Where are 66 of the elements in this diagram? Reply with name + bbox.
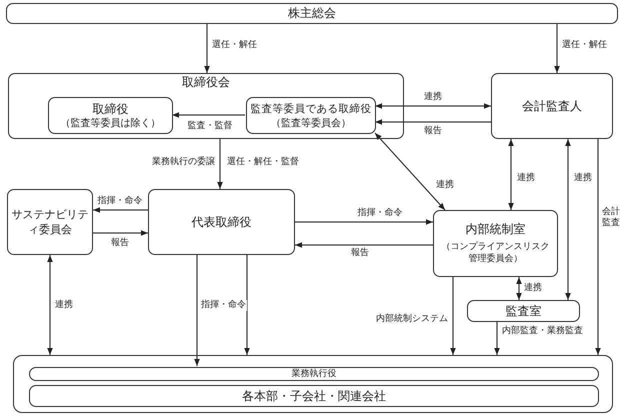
arrow [450, 276, 456, 356]
department-box [433, 210, 558, 277]
representative-box [148, 189, 295, 255]
arrow [554, 24, 560, 74]
node-title: 監査等委員である取締役 [250, 102, 372, 116]
node-title: 会計監査人 [522, 98, 582, 114]
node-subtitle: （監査等委員会） [271, 116, 351, 130]
edge-label: 連携 [573, 173, 593, 184]
arrow [194, 254, 200, 366]
arrow [294, 242, 434, 248]
edge-label: 内部統制システム [375, 314, 449, 325]
arrow [374, 119, 492, 125]
node-title: 各本部・子会社・関連会社 [242, 388, 386, 404]
arrow [595, 138, 601, 356]
arrow [47, 254, 53, 356]
arrow [565, 138, 571, 300]
board-box [8, 73, 404, 139]
arrow [494, 322, 500, 356]
edge-label: 連携 [435, 180, 455, 191]
auditor-box [491, 73, 613, 139]
edge-label: 指揮・命令 [200, 300, 247, 311]
node-title: 代表取締役 [192, 214, 252, 230]
arrow [244, 254, 250, 356]
arrow [516, 276, 522, 300]
edge-label: 連携 [523, 283, 543, 294]
arrow [204, 24, 210, 74]
committee-box [246, 97, 376, 134]
edge-label: 選任・解任 [211, 40, 258, 51]
edge-label: 連携 [516, 173, 536, 184]
arrow [294, 219, 434, 225]
edge-label: 報告 [423, 126, 443, 137]
edge-label: 監査・監督 [186, 121, 234, 132]
committee-box [7, 189, 93, 255]
arrow [508, 138, 514, 210]
annotation-label: 選任・解任・監督 [226, 157, 300, 168]
band-box [29, 367, 599, 381]
group-box [13, 355, 613, 413]
node-subtitle: （コンプライアンスリスク管理委員会） [440, 241, 550, 265]
arrow [172, 112, 246, 118]
edge-label: 連携 [54, 300, 74, 311]
edge-label: 指揮・命令 [96, 196, 144, 207]
edge-label: 連携 [423, 92, 443, 103]
node-title: 株主総会 [288, 6, 336, 21]
arrow [92, 230, 148, 236]
edge-label: 報告 [110, 238, 130, 249]
arrow [374, 103, 492, 109]
arrow [92, 207, 148, 213]
edge-label: 報告 [350, 248, 370, 259]
node-subtitle: （監査等委員は除く） [60, 116, 160, 130]
node-title: サステナビリティ委員会 [10, 207, 90, 237]
node-title: 取締役 [92, 102, 128, 116]
department-box [467, 300, 580, 322]
node-title: 取締役会 [182, 75, 230, 90]
arrow [374, 132, 446, 210]
edge-label: 指揮・命令 [356, 208, 404, 219]
edge-label: 選任・解任 [561, 40, 608, 51]
meeting-box [6, 3, 618, 24]
band-box [29, 385, 599, 407]
node-title: 業務執行役 [292, 368, 336, 380]
edge-label: 業務執行の委譲 [151, 157, 216, 168]
edge-label: 会計監査 [601, 207, 623, 229]
director-box [48, 97, 173, 134]
arrow [217, 138, 223, 190]
node-title: 監査室 [506, 304, 542, 318]
node-title: 内部統制室 [466, 222, 526, 237]
edge-label: 内部監査・業務監査 [501, 326, 584, 337]
